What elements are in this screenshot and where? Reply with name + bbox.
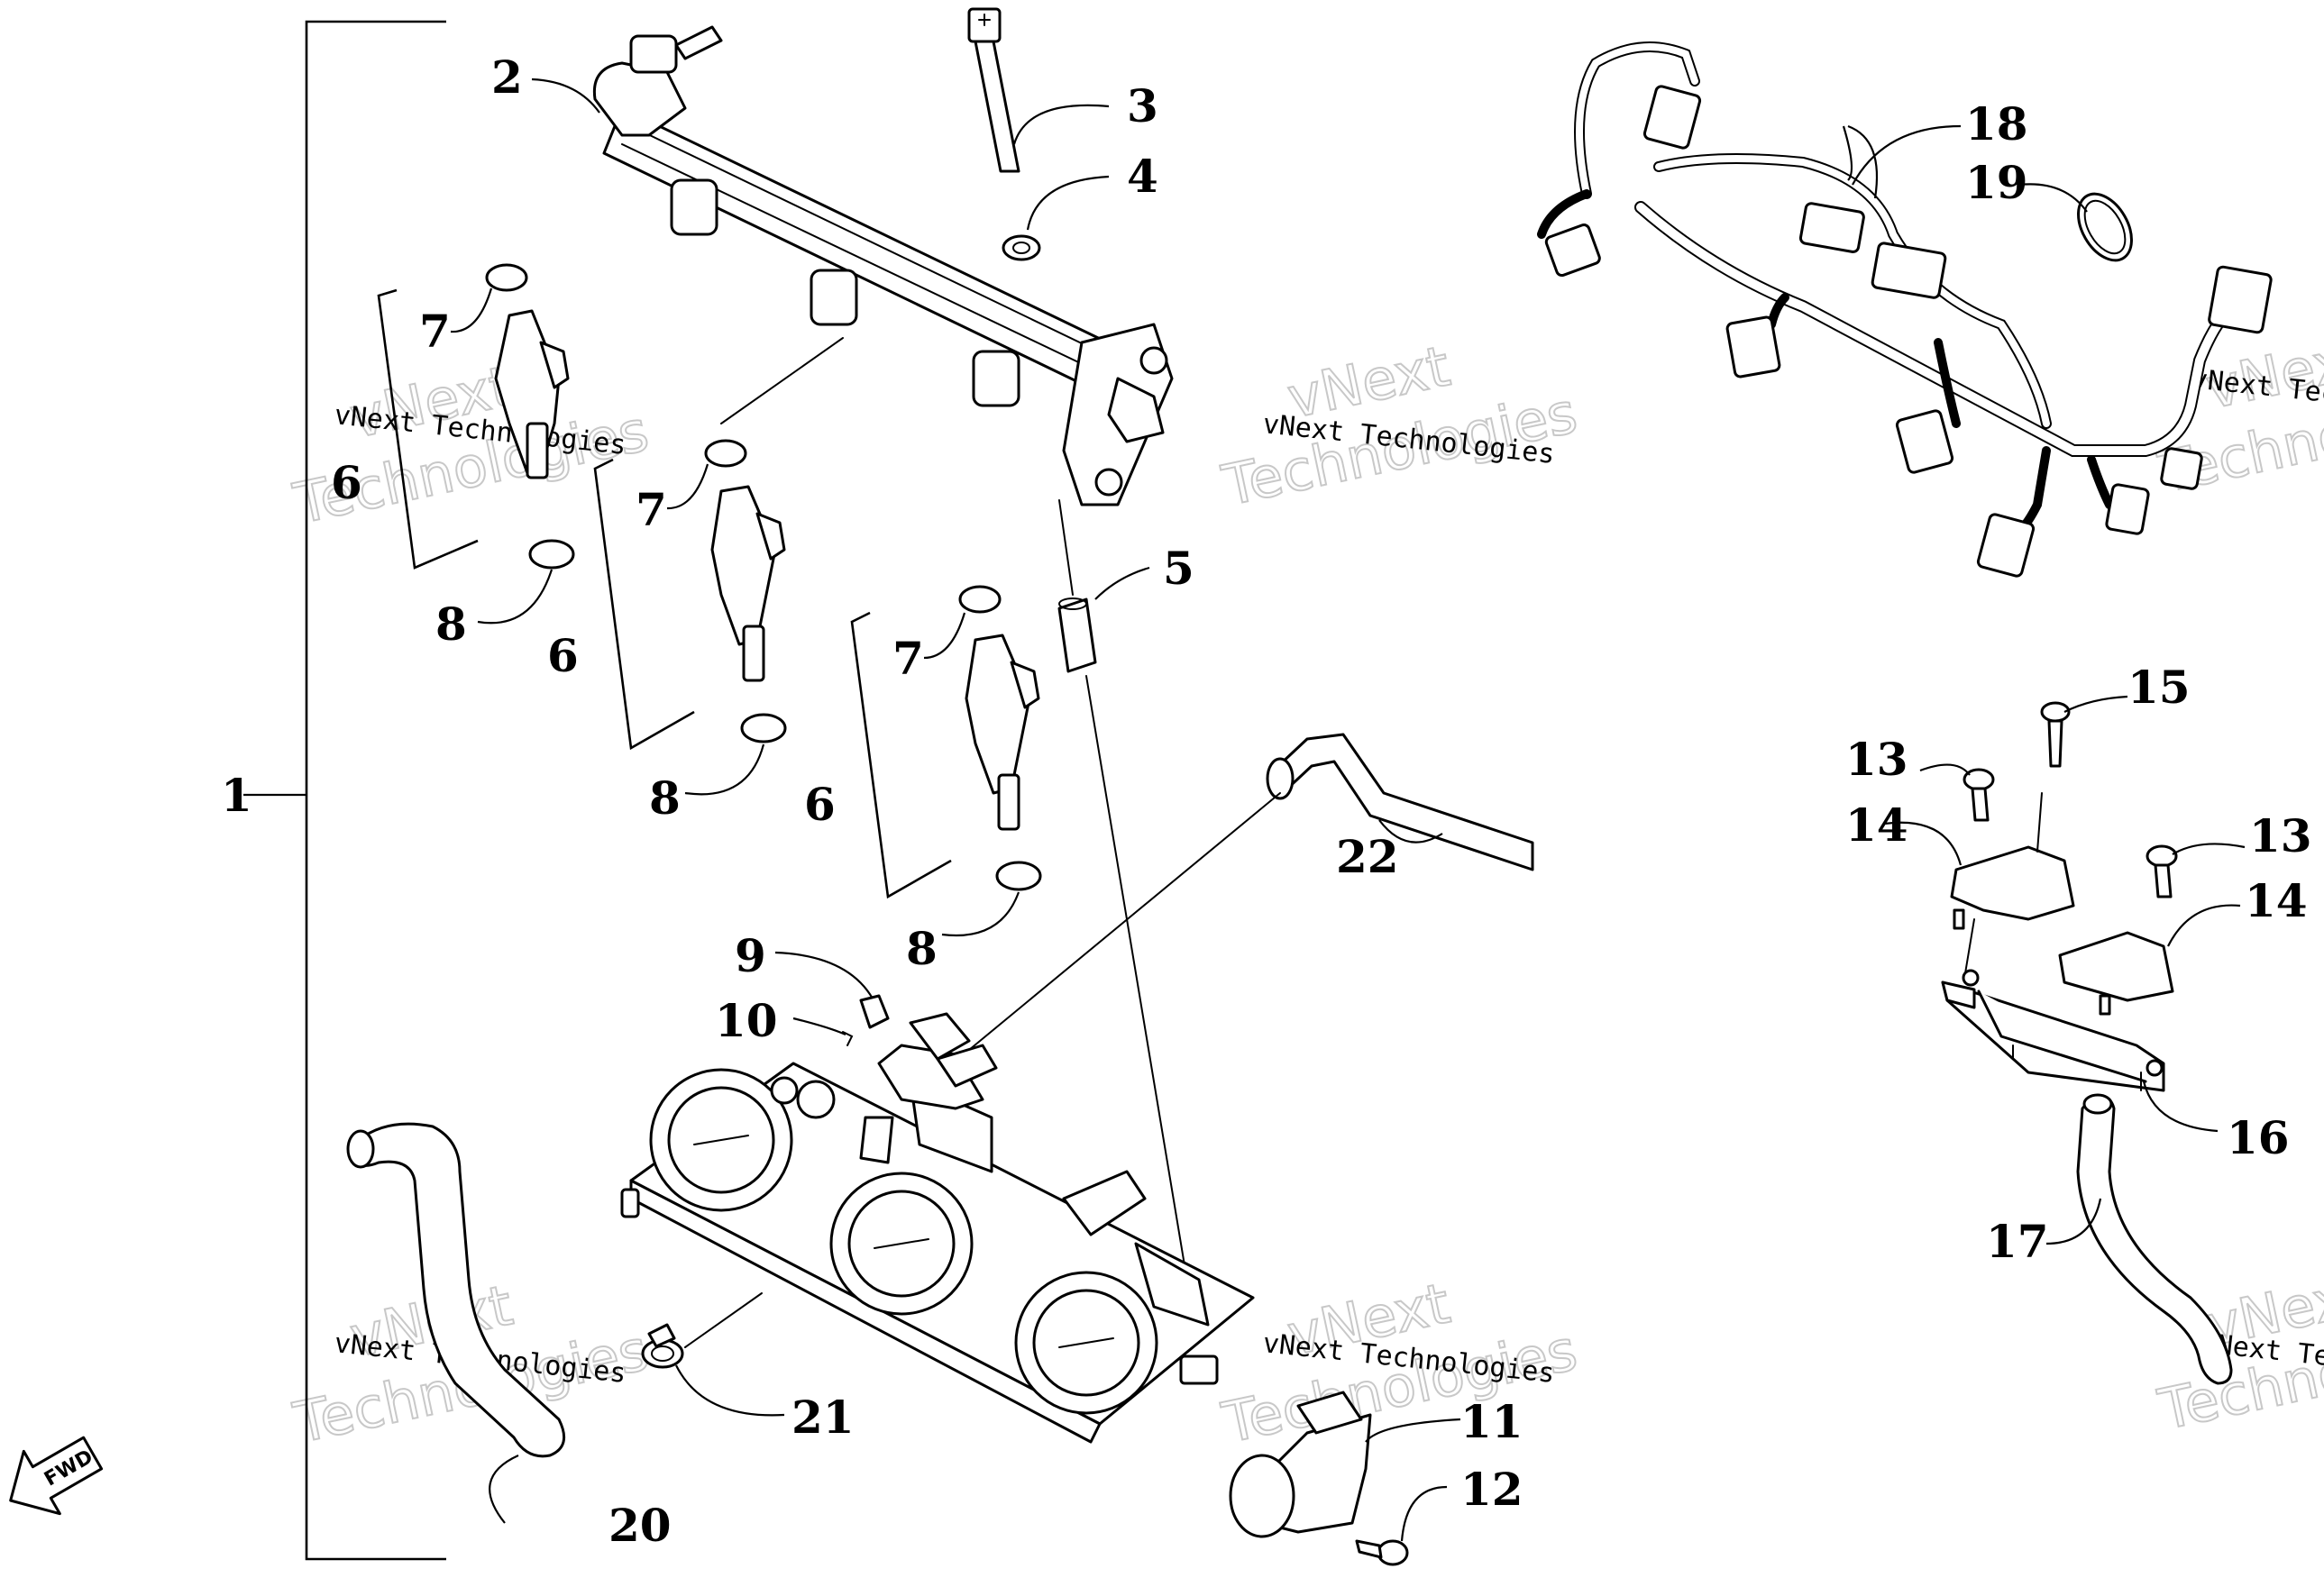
vacuum-hose — [2076, 1095, 2233, 1385]
callout-1: 1 — [221, 769, 252, 822]
cable-tie — [2077, 192, 2133, 262]
callout-18: 18 — [1965, 97, 2028, 150]
callout-6c: 6 — [804, 778, 836, 831]
cable-tie-inner — [2083, 199, 2127, 255]
callout-8b: 8 — [649, 771, 681, 825]
small-clip — [842, 1031, 854, 1046]
alignment-line — [1058, 499, 1074, 596]
injector-group-b — [593, 337, 844, 751]
callout-12: 12 — [1460, 1463, 1523, 1516]
spacer — [1057, 597, 1097, 673]
injector-group-a — [377, 263, 575, 570]
callout-17: 17 — [1986, 1215, 2049, 1268]
screw-13b — [2146, 844, 2178, 898]
injector-group-c — [850, 585, 1042, 899]
fuel-rail — [592, 25, 1174, 506]
washer-hole — [1012, 242, 1030, 254]
callout-2: 2 — [491, 50, 523, 104]
callout-11: 11 — [1460, 1395, 1523, 1448]
bolt — [967, 7, 1020, 173]
alignment-line — [1085, 675, 1191, 1299]
callout-10: 10 — [715, 994, 778, 1047]
small-cap — [859, 994, 890, 1029]
throttle-body — [620, 1012, 1255, 1444]
forward-arrow: FWD — [9, 1436, 104, 1516]
callout-9: 9 — [735, 929, 766, 982]
vacuum-hose-end — [2082, 1093, 2113, 1115]
wiring-harness — [1537, 41, 2273, 578]
screw-15 — [2040, 701, 2071, 768]
callout-21: 21 — [791, 1391, 855, 1444]
throttle-position-sensor — [1229, 1391, 1372, 1538]
callout-6b: 6 — [547, 629, 579, 682]
callout-14b: 14 — [2245, 874, 2308, 927]
callout-20: 20 — [608, 1499, 672, 1552]
callouts: 1 2 3 4 5 6 6 6 7 7 7 8 8 8 9 10 11 12 1… — [221, 50, 2312, 1552]
sensor-bracket-assembly — [1941, 701, 2178, 1092]
callout-5: 5 — [1163, 542, 1194, 595]
callout-8c: 8 — [906, 922, 938, 975]
spacer-top — [1058, 597, 1087, 610]
callout-7c: 7 — [892, 632, 924, 685]
callout-13a: 13 — [1845, 733, 1908, 786]
callout-8a: 8 — [435, 597, 467, 651]
leader-lines — [450, 78, 2246, 1542]
callout-22: 22 — [1336, 830, 1399, 883]
callout-19: 19 — [1965, 156, 2028, 209]
tps-screw — [1355, 1539, 1409, 1566]
callout-6a: 6 — [331, 456, 362, 509]
vent-hose — [968, 733, 1534, 1051]
watermark-top-middle: vNext Technologies — [1216, 332, 1584, 519]
hose-clamp — [641, 1292, 763, 1369]
screw-13a — [1963, 768, 1995, 822]
washer — [1002, 234, 1041, 261]
callout-13b: 13 — [2249, 809, 2312, 862]
callout-4: 4 — [1127, 150, 1158, 203]
callout-7a: 7 — [419, 305, 451, 358]
assembly-bracket — [305, 20, 446, 1561]
callout-14a: 14 — [1845, 798, 1908, 852]
callout-3: 3 — [1127, 79, 1158, 132]
callout-16: 16 — [2227, 1111, 2290, 1164]
callout-7b: 7 — [636, 483, 667, 536]
callout-15: 15 — [2127, 661, 2191, 714]
coolant-hose — [346, 1122, 566, 1458]
